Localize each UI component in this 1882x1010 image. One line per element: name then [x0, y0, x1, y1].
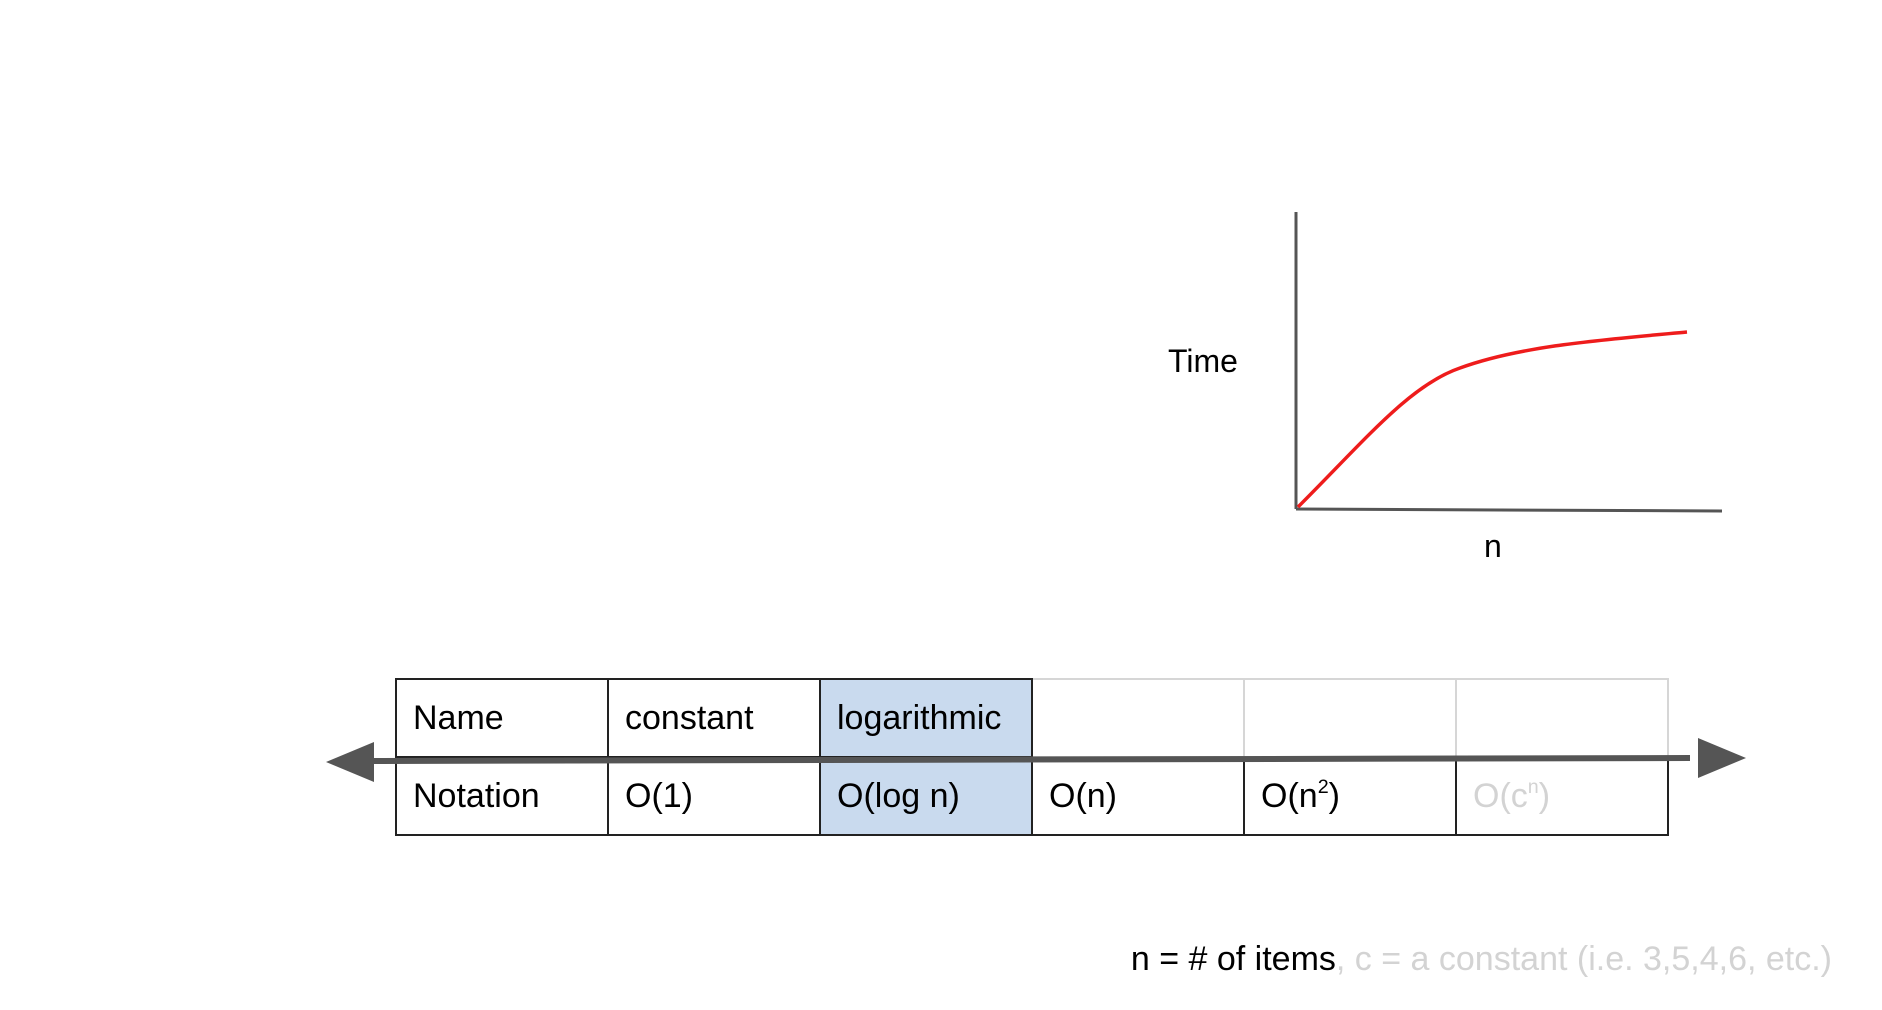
logarithmic-growth-curve — [1296, 330, 1688, 509]
name-cell-empty — [1455, 678, 1669, 758]
notation-cell-logarithmic: O(log n) — [819, 756, 1033, 836]
name-row: Name constant logarithmic — [395, 678, 1669, 758]
footnote-c-definition: , c = a constant (i.e. 3,5,4,6, etc.) — [1335, 940, 1832, 978]
legend-footnote: n = # of items, c = a constant (i.e. 3,5… — [1131, 942, 1832, 976]
y-axis-label: Time — [1168, 343, 1238, 379]
notation-row: Notation O(1) O(log n) O(n) O(n2) O(cn) — [395, 756, 1669, 836]
notation-exponent: 2 — [1317, 776, 1329, 799]
footnote-n-definition: n = # of items — [1130, 940, 1336, 978]
name-cell-logarithmic: logarithmic — [819, 678, 1033, 758]
notation-cell-quadratic: O(n2) — [1243, 756, 1457, 836]
notation-exponent: n — [1527, 776, 1539, 799]
name-cell-constant: constant — [607, 678, 821, 758]
notation-close: ) — [1328, 777, 1340, 815]
name-header-cell: Name — [395, 678, 609, 758]
notation-cell-constant: O(1) — [607, 756, 821, 836]
notation-header-cell: Notation — [395, 756, 609, 836]
complexity-table: Name constant logarithmic Notation O(1) … — [395, 678, 1669, 836]
notation-cell-linear: O(n) — [1031, 756, 1245, 836]
x-axis — [1295, 507, 1723, 513]
name-cell-empty — [1243, 678, 1457, 758]
notation-cell-exponential: O(cn) — [1455, 756, 1669, 836]
name-cell-empty — [1031, 678, 1245, 758]
notation-base: O(c — [1473, 777, 1528, 815]
notation-base: O(n — [1261, 777, 1318, 815]
notation-close: ) — [1538, 777, 1551, 815]
x-axis-label: n — [1484, 528, 1502, 564]
